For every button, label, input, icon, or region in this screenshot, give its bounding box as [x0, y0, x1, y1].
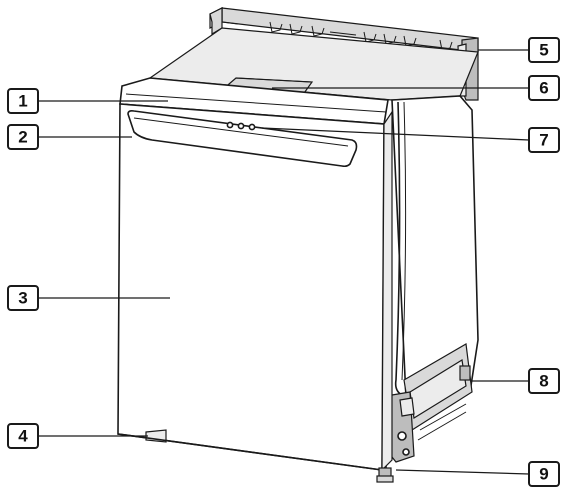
indicator-light — [237, 122, 245, 130]
callout-4: 4 — [7, 423, 39, 449]
svg-text:2: 2 — [18, 128, 27, 147]
svg-text:7: 7 — [539, 131, 548, 150]
svg-text:5: 5 — [539, 41, 548, 60]
svg-text:6: 6 — [539, 79, 548, 98]
indicator-lights — [226, 121, 256, 131]
top-cover — [148, 27, 479, 101]
side-frame — [375, 343, 473, 469]
svg-text:4: 4 — [18, 427, 28, 446]
svg-text:1: 1 — [18, 92, 27, 111]
callout-8: 8 — [528, 368, 560, 394]
callout-7: 7 — [528, 127, 560, 153]
callout-9: 9 — [528, 461, 560, 487]
door-handle — [127, 110, 358, 168]
indicator-light — [248, 123, 256, 131]
callout-1: 1 — [7, 88, 39, 114]
callout-6: 6 — [528, 75, 560, 101]
door — [117, 103, 393, 472]
callout-2: 2 — [7, 124, 39, 150]
callouts-left: 1 2 3 4 — [7, 88, 39, 449]
svg-text:3: 3 — [18, 289, 27, 308]
callout-5: 5 — [528, 37, 560, 63]
leader-lines — [38, 49, 530, 475]
indicator-light — [226, 121, 234, 129]
kick-plate — [117, 429, 383, 471]
callout-3: 3 — [7, 285, 39, 311]
svg-text:8: 8 — [539, 372, 548, 391]
svg-text:9: 9 — [539, 465, 548, 484]
callouts-right: 5 6 7 8 9 — [528, 37, 560, 487]
leveling-foot — [376, 467, 394, 483]
